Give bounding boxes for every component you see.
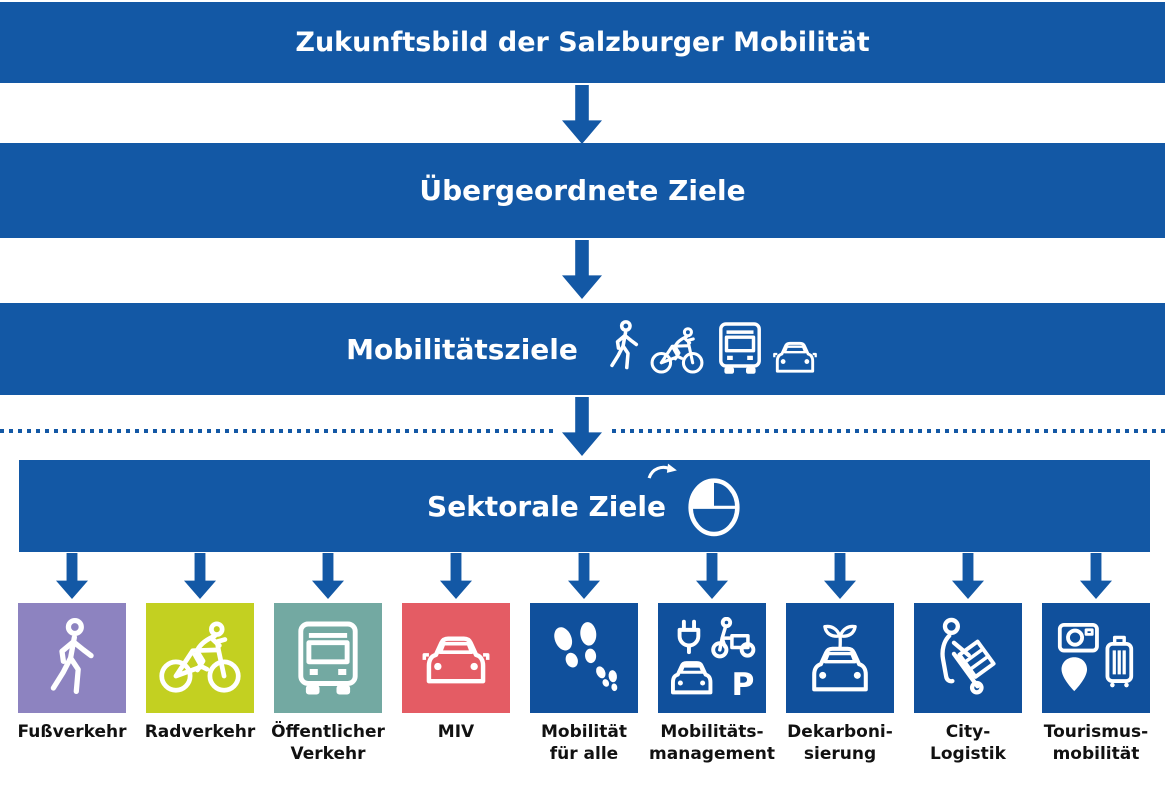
camera-icon [1057,622,1099,653]
pedestrian-icon [50,617,94,695]
svg-text:P: P [732,667,755,699]
pedestrian-icon [610,320,638,370]
footprints-icon [554,622,618,692]
sector-down-arrow [824,553,856,599]
page-title: Zukunftsbild der Salzburger Mobilität [295,27,870,58]
sector-city-logistik: City-Logistik [914,553,1022,765]
sector-row: Fußverkehr Radverkehr [18,553,1150,765]
map-pin-icon [1061,657,1088,692]
sector-tile-mobilitaet-fuer-alle [530,603,638,713]
dotted-divider-right [612,429,1165,433]
down-arrow-2 [562,240,602,299]
sector-fussverkehr: Fußverkehr [18,553,126,765]
pie-chart-icon [688,478,740,537]
sector-tile-tourismusmobilitaet [1042,603,1150,713]
sector-tile-dekarbonisierung [786,603,894,713]
sector-label: Tourismus-mobilität [1043,722,1149,764]
sector-tile-oeffentlicher-verkehr [274,603,382,713]
mobilitaetsziele-label: Mobilitätsziele [346,332,578,366]
sector-tile-city-logistik [914,603,1022,713]
sector-down-arrow [312,553,344,599]
banner-zukunftsbild: Zukunftsbild der Salzburger Mobilität [0,2,1165,83]
car-icon [773,341,817,373]
sector-radverkehr: Radverkehr [144,553,256,765]
sector-label: Dekarboni-sierung [787,722,893,764]
banner-mobilitaetsziele: Mobilitätsziele [0,303,1165,395]
suitcase-icon [1105,642,1134,683]
tourism-icon [1057,622,1134,692]
sector-down-arrow [696,553,728,599]
sector-label: Fußverkehr [17,722,127,742]
down-arrow-3 [562,397,602,456]
sector-tile-fussverkehr [18,603,126,713]
bus-icon [718,322,761,374]
hand-truck-icon [940,617,996,695]
mode-icon-row [604,317,819,375]
car-sprout-icon [812,624,868,692]
sector-tile-radverkehr [146,603,254,713]
sektorale-ziele-label: Sektorale Ziele [427,489,666,523]
car-icon [422,636,490,684]
mobility-management-icon: P [671,617,756,699]
uebergeordnete-ziele-label: Übergeordnete Ziele [419,174,746,207]
dotted-divider-left [0,429,554,433]
sector-down-arrow [184,553,216,599]
sector-down-arrow [952,553,984,599]
sector-down-arrow [568,553,600,599]
sector-tile-mobilitaetsmanagement: P [658,603,766,713]
sector-tile-miv [402,603,510,713]
rotate-arrow-icon [647,463,677,479]
cyclist-icon [159,621,241,693]
sector-dekarbonisierung: Dekarboni-sierung [786,553,894,765]
banner-sektorale-ziele: Sektorale Ziele [19,460,1150,552]
sektorale-icon-group [647,463,742,538]
sector-tourismusmobilitaet: Tourismus-mobilität [1042,553,1150,765]
sector-label: Radverkehr [144,722,256,742]
sector-down-arrow [440,553,472,599]
sector-down-arrow [56,553,88,599]
bus-icon [298,621,358,695]
sector-miv: MIV [402,553,510,765]
banner-uebergeordnete-ziele: Übergeordnete Ziele [0,143,1165,238]
down-arrow-1 [562,85,602,144]
cyclist-icon [650,327,704,374]
sector-mobilitaetsmanagement: P Mobilitäts-management [649,553,775,765]
sector-label: MIV [437,722,475,742]
sector-label: City-Logistik [930,722,1006,764]
sector-down-arrow [1080,553,1112,599]
sector-label: Mobilitäts-management [649,722,775,764]
